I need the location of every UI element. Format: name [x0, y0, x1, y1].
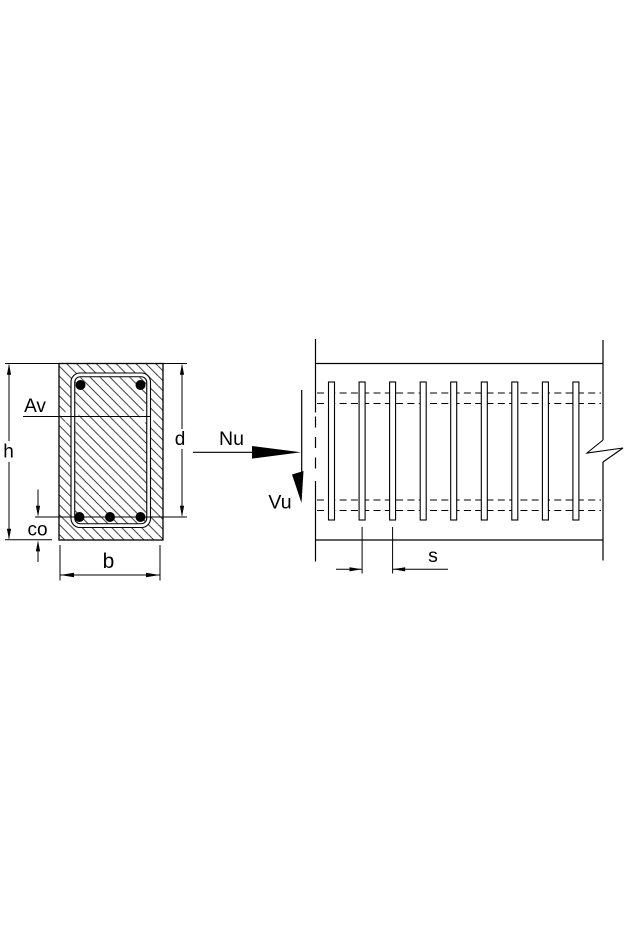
break-zigzag — [585, 439, 624, 463]
rebar-bottom — [105, 512, 115, 522]
arrowhead-up — [179, 363, 185, 375]
stirrup-bar — [419, 381, 427, 521]
axial-force-arrow-nu: Nu — [193, 428, 301, 459]
arrowhead-down — [292, 471, 304, 503]
arrowhead-right — [146, 572, 160, 578]
label-mask — [171, 429, 190, 449]
stirrup-bar — [480, 381, 488, 521]
rebar-bottom — [135, 512, 146, 522]
label-axial-force-nu: Nu — [219, 428, 244, 450]
arrowhead-left — [392, 567, 406, 572]
dim-height-h: h — [1, 363, 16, 540]
dim-stirrup-spacing-s: s — [336, 527, 448, 574]
shear-force-arrow-vu: Vu — [268, 390, 304, 514]
dim-width-b: b — [59, 545, 161, 581]
label-height-h: h — [3, 442, 14, 463]
stirrup-outline-outer — [70, 372, 152, 529]
arrowhead-right — [252, 446, 301, 459]
rebar-top — [135, 380, 146, 390]
arrowhead-right — [349, 567, 362, 572]
stirrup-bar — [358, 381, 366, 521]
stirrup-outline-inner — [74, 376, 148, 525]
label-stirrup-area-av: Av — [24, 396, 46, 417]
arrowhead-up — [6, 363, 12, 375]
stirrup-bar — [511, 381, 519, 521]
stirrup-bar — [450, 381, 458, 521]
dim-effective-depth-d: d — [171, 363, 190, 517]
label-shear-force-vu: Vu — [268, 492, 291, 514]
rebar-bottom — [74, 512, 85, 522]
arrowhead-down — [35, 505, 41, 517]
stirrup-bar — [327, 381, 336, 521]
stirrup-bar — [389, 381, 397, 521]
label-width-b: b — [103, 550, 115, 573]
arrowhead-up — [35, 540, 41, 552]
concrete-section — [58, 362, 164, 541]
arrowhead-left — [60, 572, 74, 578]
beam-elevation: s Nu Vu — [193, 339, 624, 574]
arrowhead-down — [179, 505, 185, 517]
rebar-top — [75, 380, 86, 390]
label-cover-co: co — [27, 520, 47, 541]
dim-cover-co: co — [25, 489, 50, 562]
arrowhead-down — [6, 528, 12, 540]
stirrup-band-mask — [70, 372, 152, 528]
label-stirrup-spacing-s: s — [428, 545, 438, 567]
label-mask — [1, 441, 16, 462]
label-effective-depth-d: d — [175, 429, 186, 450]
label-mask — [25, 520, 50, 539]
beam-cross-section: h d co b Av — [1, 362, 190, 581]
stirrup-bar — [572, 381, 580, 521]
stirrup-bar — [541, 381, 549, 521]
